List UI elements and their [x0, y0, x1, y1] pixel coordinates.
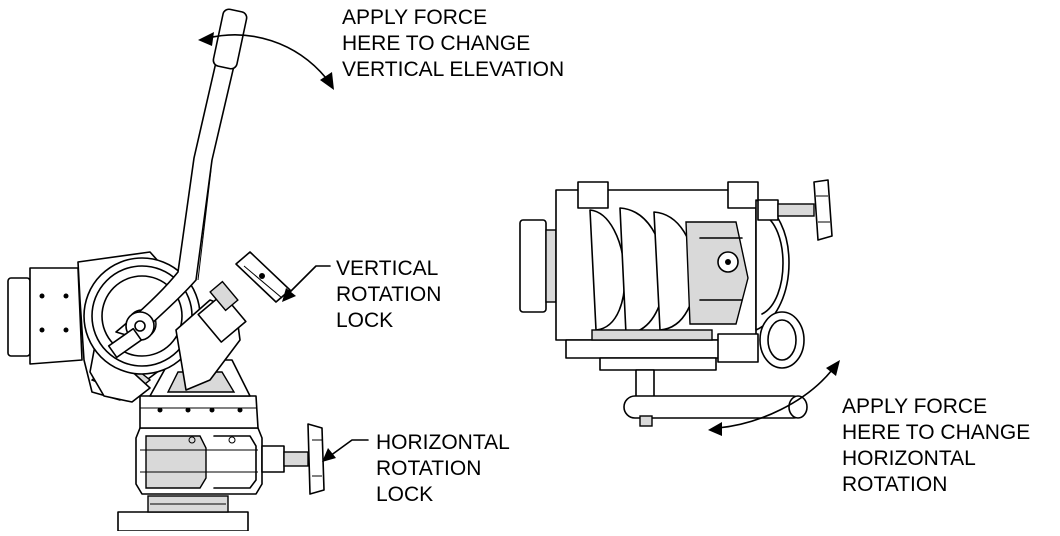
label-horizontal-rotation: APPLY FORCE HERE TO CHANGE HORIZONTAL RO… — [842, 394, 1030, 498]
label-line: APPLY FORCE — [842, 395, 988, 418]
rear-view-monitor — [519, 179, 833, 427]
horizontal-rotation-arrow — [708, 360, 840, 436]
label-line: ROTATION — [336, 283, 442, 306]
rear-base — [565, 339, 743, 359]
vertical-lock-leader — [282, 265, 331, 302]
label-line: HERE TO CHANGE — [342, 32, 531, 55]
label-vertical-elevation: APPLY FORCE HERE TO CHANGE VERTICAL ELEV… — [342, 5, 564, 83]
label-line: LOCK — [376, 483, 434, 506]
horizontal-lock-knob — [307, 423, 325, 495]
rear-outlet-flange — [519, 219, 547, 313]
handle-grip — [212, 8, 248, 70]
label-vertical-rotation-lock: VERTICAL ROTATION LOCK — [336, 256, 441, 334]
label-line: VERTICAL — [336, 257, 439, 280]
vertical-lock-housing — [197, 293, 247, 343]
label-line: HORIZONTAL — [842, 447, 976, 470]
label-line: ROTATION — [376, 457, 482, 480]
side-view-monitor — [7, 8, 325, 532]
horizontal-lock-stem — [261, 445, 285, 473]
label-horizontal-rotation-lock: HORIZONTAL ROTATION LOCK — [376, 430, 510, 508]
outlet-flange — [7, 277, 31, 357]
rear-horizontal-lock-knob — [759, 311, 805, 369]
label-line: HERE TO CHANGE — [842, 421, 1031, 444]
horizontal-handle — [623, 395, 805, 419]
label-line: ROTATION — [842, 473, 948, 496]
label-line: VERTICAL ELEVATION — [342, 58, 565, 81]
label-line: HORIZONTAL — [376, 431, 510, 454]
label-line: APPLY FORCE — [342, 6, 488, 29]
label-line: LOCK — [336, 309, 394, 332]
rear-horizontal-lock-stem — [717, 333, 759, 363]
rear-vertical-lock-knob — [813, 179, 833, 241]
base-plate — [117, 511, 249, 532]
vertical-elevation-arrow — [198, 32, 334, 90]
horizontal-lock-leader — [322, 439, 369, 462]
